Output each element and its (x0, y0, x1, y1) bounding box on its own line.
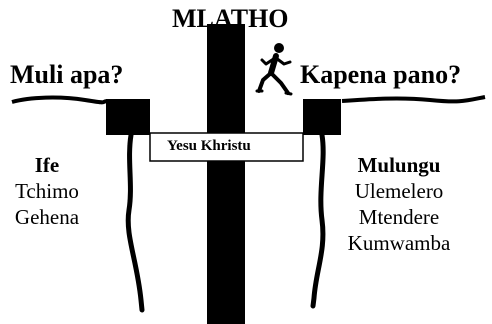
left-cliff-block (106, 99, 150, 135)
bridge-label: Yesu Khristu (167, 139, 251, 154)
cross-icon (207, 24, 245, 324)
left-side-item: Tchimo (12, 178, 82, 204)
left-side-item: Gehena (12, 204, 82, 230)
question-left: Muli apa? (10, 62, 123, 88)
right-side-item: Kumwamba (332, 230, 466, 256)
right-side-item: Mtendere (332, 204, 466, 230)
question-right: Kapena pano? (300, 62, 461, 88)
left-side-heading: Ife (12, 152, 82, 178)
right-cliff-block (303, 99, 341, 135)
right-side-list: Mulungu Ulemelero Mtendere Kumwamba (332, 152, 466, 256)
right-cliff-edge (342, 97, 485, 101)
running-person-icon (257, 43, 291, 94)
left-cliff-edge (12, 98, 107, 103)
left-side-list: Ife Tchimo Gehena (12, 152, 82, 230)
right-side-item: Ulemelero (332, 178, 466, 204)
right-chasm-wall (313, 135, 323, 306)
right-side-heading: Mulungu (332, 152, 466, 178)
left-chasm-wall (128, 135, 142, 310)
diagram-title: MLATHO (172, 6, 289, 32)
